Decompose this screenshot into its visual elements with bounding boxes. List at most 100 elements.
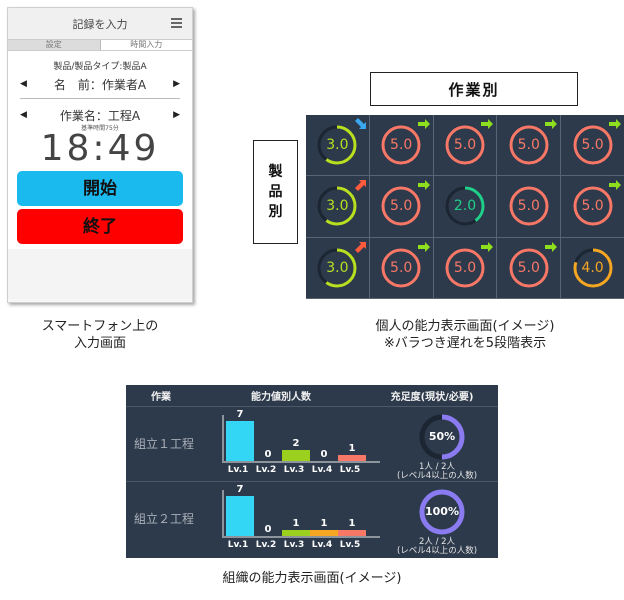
tab-time-input[interactable]: 時間入力 — [100, 40, 192, 50]
ability-cell[interactable]: 3.0 — [306, 115, 369, 176]
level-bar — [338, 530, 366, 536]
by-product-label: 製 品 別 — [253, 140, 298, 244]
ability-cell[interactable]: 5.0 — [433, 115, 497, 176]
fulfillment-percent: 100% — [425, 505, 459, 518]
phone-body: 製品/製品タイプ:製品A ◀ 名 前：作業者A ▶ ◀ 作業名：工程A ▶ 基準… — [8, 51, 192, 299]
phone-footer — [8, 249, 192, 299]
level-bar — [310, 530, 338, 536]
level-bar — [338, 455, 366, 461]
trend-down-right-arrow-icon — [354, 118, 366, 129]
phone-tabs: 設定 時間入力 — [8, 39, 192, 51]
ability-cell[interactable]: 5.0 — [561, 115, 624, 176]
ability-cell[interactable]: 3.0 — [306, 176, 369, 237]
ability-value: 5.0 — [517, 198, 540, 215]
ability-value: 3.0 — [326, 259, 349, 276]
level-label: Lv.3 — [283, 540, 305, 550]
by-product-char: 製 — [268, 164, 283, 180]
ability-ring: 5.0 — [443, 246, 487, 290]
by-task-label: 作業別 — [370, 72, 578, 106]
ability-cell[interactable]: 5.0 — [369, 237, 433, 298]
standard-time: 基準時間75分 — [81, 125, 119, 132]
individual-caption-line2: ※バラつき遅れを5段階表示 — [383, 336, 547, 351]
ability-ring: 5.0 — [379, 246, 423, 290]
trend-right-arrow-icon — [481, 241, 494, 252]
ability-ring: 2.0 — [443, 184, 487, 228]
task-name: 組立２工程 — [134, 512, 195, 526]
ability-ring: 5.0 — [443, 123, 487, 167]
level-label: Lv.1 — [227, 465, 249, 475]
trend-right-arrow-icon — [417, 119, 430, 129]
task-name: 作業名：工程A — [59, 108, 141, 123]
next-task-arrow-icon[interactable]: ▶ — [173, 110, 180, 120]
level-count: 1 — [292, 518, 300, 530]
header-fulfillment: 充足度(現状/必要) — [390, 392, 474, 403]
ability-cell[interactable]: 5.0 — [561, 176, 624, 237]
fulfillment-note: (レベル4以上の人数) — [396, 546, 478, 556]
phone-caption-line2: 入力画面 — [73, 336, 126, 351]
individual-ability-grid: 3.0 5.0 5.0 — [306, 115, 624, 299]
hamburger-menu-icon[interactable] — [171, 18, 182, 28]
trend-right-arrow-icon — [481, 119, 494, 129]
tab-settings[interactable]: 設定 — [8, 40, 101, 50]
trend-right-arrow-icon — [608, 119, 621, 129]
level-bar — [226, 421, 254, 461]
ability-cell[interactable]: 5.0 — [369, 115, 433, 176]
organization-caption: 組織の能力表示画面(イメージ) — [222, 571, 402, 586]
ability-ring: 5.0 — [571, 184, 615, 228]
ability-value: 5.0 — [453, 137, 477, 154]
prev-worker-arrow-icon[interactable]: ◀ — [20, 79, 27, 89]
level-count: 7 — [236, 484, 244, 495]
clock-display: 18:49 — [40, 128, 160, 169]
ability-cell[interactable]: 5.0 — [497, 237, 561, 298]
header-task: 作業 — [151, 392, 171, 403]
fulfillment-donut: 50% — [418, 413, 466, 461]
ability-ring: 5.0 — [571, 123, 615, 167]
ability-ring: 4.0 — [571, 246, 615, 290]
level-count: 0 — [264, 524, 272, 535]
start-button[interactable]: 開始 — [17, 171, 183, 206]
ability-value: 5.0 — [517, 259, 540, 276]
ability-cell[interactable]: 4.0 — [561, 237, 624, 298]
level-label: Lv.2 — [255, 465, 277, 475]
next-worker-arrow-icon[interactable]: ▶ — [173, 79, 180, 89]
level-label: Lv.4 — [311, 540, 333, 550]
ability-ring: 3.0 — [315, 123, 359, 167]
level-count: 0 — [320, 449, 328, 460]
level-count: 0 — [264, 449, 272, 460]
ability-cell[interactable]: 5.0 — [497, 115, 561, 176]
ability-ring: 5.0 — [379, 123, 423, 167]
ability-value: 5.0 — [453, 259, 477, 276]
trend-right-arrow-icon — [608, 180, 621, 191]
level-count: 1 — [348, 443, 356, 455]
ability-value: 5.0 — [390, 259, 413, 276]
ability-value: 5.0 — [517, 137, 540, 154]
ability-value: 5.0 — [581, 137, 604, 154]
ability-ring: 5.0 — [379, 184, 423, 228]
phone-caption-line1: スマートフォン上の — [41, 319, 159, 334]
ability-cell[interactable]: 2.0 — [433, 176, 497, 237]
level-bar — [282, 449, 310, 461]
prev-task-arrow-icon[interactable]: ◀ — [20, 110, 27, 120]
fulfillment-note: (レベル4以上の人数) — [396, 471, 478, 481]
divider — [20, 98, 180, 99]
ability-value: 5.0 — [390, 137, 413, 154]
trend-right-arrow-icon — [417, 180, 430, 191]
fulfillment-donut: 100% — [418, 488, 466, 536]
ability-cell[interactable]: 3.0 — [306, 237, 369, 298]
task-selector: ◀ 作業名：工程A ▶ — [8, 103, 192, 127]
ability-cell[interactable]: 5.0 — [433, 237, 497, 298]
ability-ring: 5.0 — [507, 246, 551, 290]
individual-caption: 個人の能力表示画面(イメージ) ※バラつき遅れを5段階表示 — [306, 318, 624, 352]
ability-cell[interactable]: 5.0 — [369, 176, 433, 237]
end-button[interactable]: 終了 — [17, 209, 183, 244]
fulfillment-percent: 50% — [428, 430, 456, 443]
ability-ring: 3.0 — [315, 246, 359, 290]
ability-cell[interactable]: 5.0 — [497, 176, 561, 237]
individual-caption-line1: 個人の能力表示画面(イメージ) — [375, 319, 555, 334]
level-count: 1 — [348, 518, 356, 530]
